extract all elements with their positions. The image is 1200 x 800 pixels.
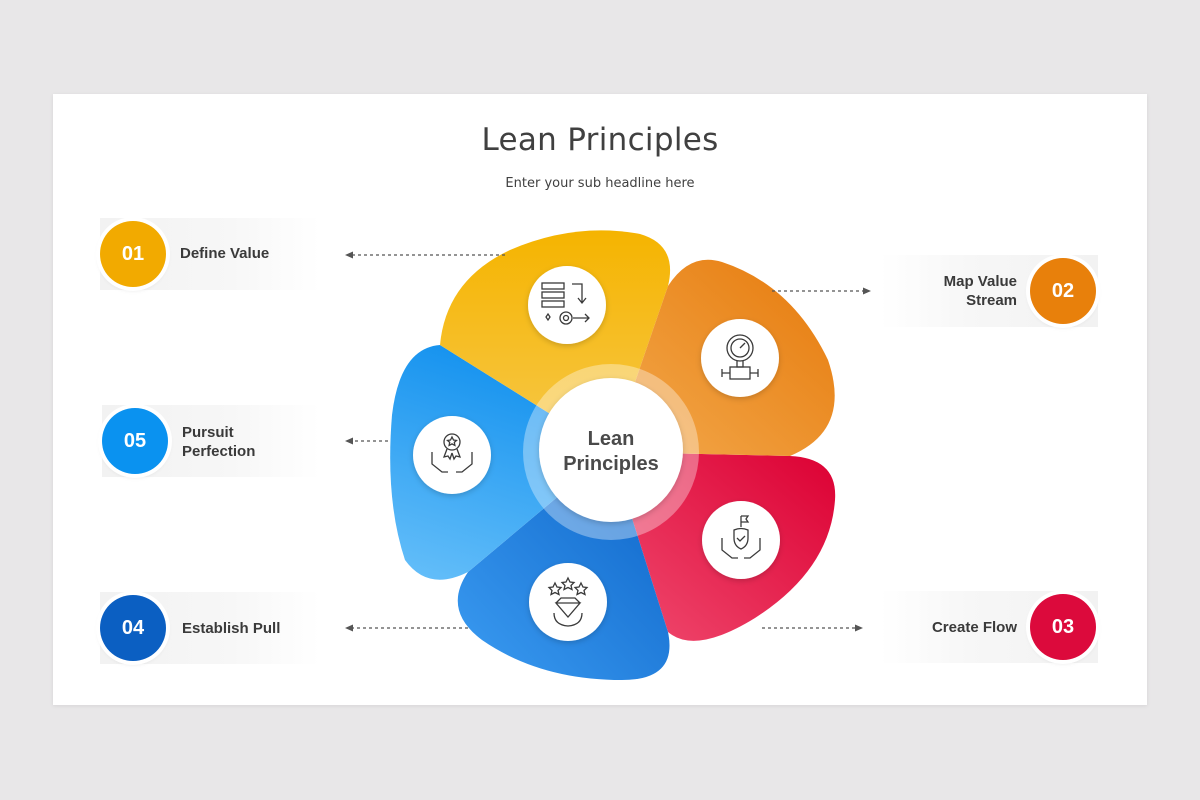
center-circle bbox=[539, 378, 683, 522]
number-badge-01: 01 bbox=[100, 221, 166, 287]
label-text-03: Create Flow bbox=[931, 619, 1017, 636]
label-card-04: 04 Establish Pull bbox=[100, 592, 320, 664]
label-text-02-line2: Stream bbox=[966, 292, 1017, 309]
hands-award-medal-icon bbox=[431, 433, 473, 473]
slide-title: Lean Principles bbox=[481, 122, 719, 158]
icon-circle-02 bbox=[701, 319, 779, 397]
icon-circle-01 bbox=[528, 266, 606, 344]
hands-shield-flag-icon bbox=[721, 515, 761, 559]
number-badge-03: 03 bbox=[1030, 594, 1096, 660]
center-text-line2: Principles bbox=[563, 453, 659, 475]
label-card-05: 05 Pursuit Perfection bbox=[102, 405, 320, 477]
petal-pursuit-perfection bbox=[390, 345, 611, 580]
label-text-02-line1: Map Value bbox=[943, 273, 1017, 290]
number-badge-02: 02 bbox=[1030, 258, 1096, 324]
diamond-stars-icon bbox=[547, 576, 589, 627]
arrowhead-05 bbox=[345, 437, 353, 445]
arrowhead-01 bbox=[345, 251, 353, 259]
label-card-02: Map Value Stream 02 bbox=[880, 255, 1098, 327]
slide-subtitle: Enter your sub headline here bbox=[505, 176, 695, 191]
number-badge-04: 04 bbox=[100, 595, 166, 661]
center-text-line1: Lean bbox=[588, 428, 635, 450]
label-card-01: 01 Define Value bbox=[100, 218, 320, 290]
arrowhead-04 bbox=[345, 624, 353, 632]
label-text-05-line2: Perfection bbox=[182, 443, 256, 460]
arrowhead-02 bbox=[863, 287, 871, 295]
label-text-01: Define Value bbox=[180, 245, 270, 262]
arrowhead-03 bbox=[855, 624, 863, 632]
value-stream-process-icon bbox=[541, 282, 590, 325]
pressure-gauge-icon bbox=[721, 334, 759, 380]
number-badge-05: 05 bbox=[102, 408, 168, 474]
label-card-03: Create Flow 03 bbox=[880, 591, 1098, 663]
icon-circle-04 bbox=[529, 563, 607, 641]
label-text-04: Establish Pull bbox=[182, 620, 281, 637]
label-text-05-line1: Pursuit bbox=[182, 424, 234, 441]
